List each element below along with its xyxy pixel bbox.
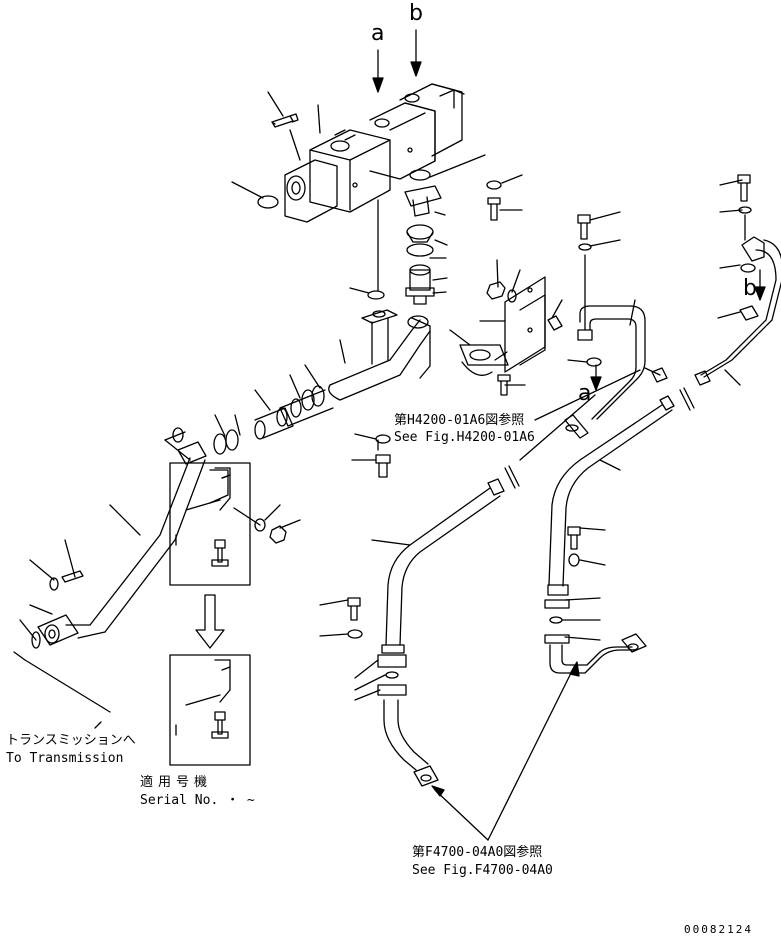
center-fittings: [405, 170, 501, 304]
ref-h4200-en: See Fig.H4200-01A6: [394, 430, 535, 445]
callout-a-lower: a: [578, 381, 592, 406]
figure-number: 00082124: [684, 923, 753, 936]
middle-long-pipe: [545, 388, 694, 673]
transmission-pipe: [32, 442, 228, 648]
serial-box-upper: [170, 463, 250, 585]
right-pipe-upper: [565, 215, 645, 438]
transmission-jp: トランスミッションへ: [6, 733, 136, 748]
suction-pipe: [329, 310, 430, 400]
o-ring: [258, 196, 278, 208]
hose-segments: [173, 386, 333, 454]
lower-left-pipe: [378, 466, 519, 786]
bracket-assembly: [460, 277, 562, 395]
callout-arrows-top: [373, 30, 421, 290]
serial-box-lower: [170, 655, 250, 765]
ref-f4700-jp: 第F4700-04A0図参照: [412, 845, 543, 860]
ref-f4700-en: See Fig.F4700-04A0: [412, 863, 553, 878]
hollow-arrow: [196, 595, 224, 648]
serial-jp: 適用号機: [140, 775, 213, 790]
callout-b-right: b: [743, 276, 757, 301]
pump-bolt: [272, 114, 298, 127]
serial-en: Serial No. ・ ~: [140, 793, 255, 808]
ref-h4200-jp: 第H4200-01A6図参照: [394, 413, 525, 428]
hydraulic-pump: [285, 0, 464, 222]
right-pipe-far: [652, 175, 781, 385]
callout-b-top: b: [409, 1, 423, 26]
transmission-en: To Transmission: [6, 751, 124, 766]
callout-a-top: a: [371, 21, 385, 46]
